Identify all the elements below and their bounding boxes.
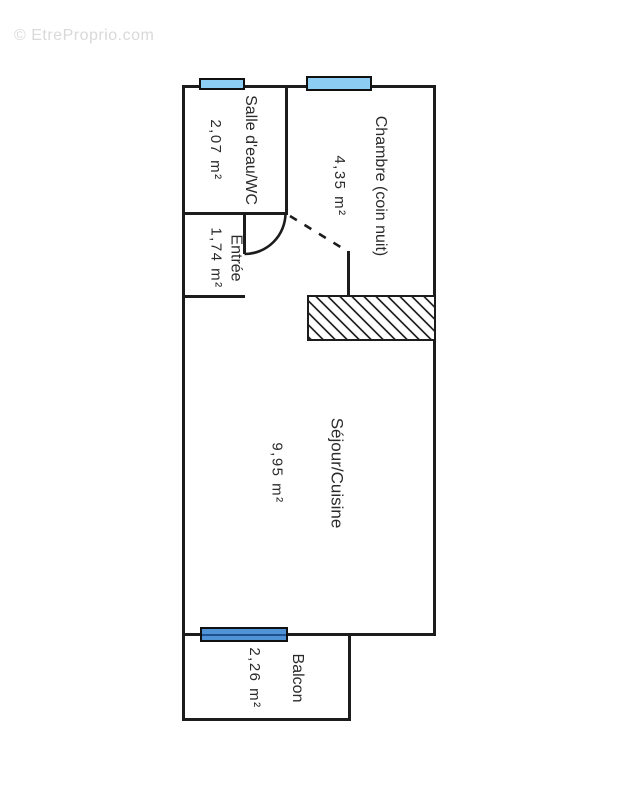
room-label-entree: Entrée 1,74 m² bbox=[207, 227, 245, 289]
room-label-salle-deau: Salle d'eau/WC 2,07 m² bbox=[207, 95, 259, 205]
window-bedroom-icon bbox=[306, 76, 372, 91]
wall-bathroom-bottom bbox=[182, 212, 288, 215]
balcony-door-glass-line bbox=[202, 633, 286, 636]
room-area: 2,26 m² bbox=[246, 647, 264, 709]
room-area: 4,35 m² bbox=[331, 155, 349, 217]
room-name: Chambre (coin nuit) bbox=[372, 115, 390, 257]
room-area: 9,95 m² bbox=[268, 442, 286, 504]
window-bathroom-icon bbox=[199, 78, 245, 90]
room-label-chambre: Chambre (coin nuit) 4,35 m² bbox=[331, 116, 389, 257]
room-name: Entrée bbox=[227, 234, 245, 282]
room-name: Balcon bbox=[289, 653, 307, 703]
watermark-etreproprio: © EtreProprio.com bbox=[14, 27, 155, 44]
room-area: 1,74 m² bbox=[207, 227, 225, 289]
wall-hall-partition bbox=[347, 251, 350, 297]
room-label-balcon: Balcon 2,26 m² bbox=[246, 647, 306, 708]
wall-entry-bottom bbox=[182, 295, 245, 298]
hatched-wall-block bbox=[307, 295, 436, 341]
room-name: Salle d'eau/WC bbox=[242, 95, 260, 205]
room-name: Séjour/Cuisine bbox=[327, 417, 347, 529]
wall-bathroom-right bbox=[285, 85, 288, 215]
room-area: 2,07 m² bbox=[207, 119, 225, 181]
balcony-walls bbox=[182, 636, 351, 721]
balcony-door-window-icon bbox=[200, 627, 288, 642]
room-label-sejour-cuisine: Séjour/Cuisine 9,95 m² bbox=[268, 417, 347, 529]
